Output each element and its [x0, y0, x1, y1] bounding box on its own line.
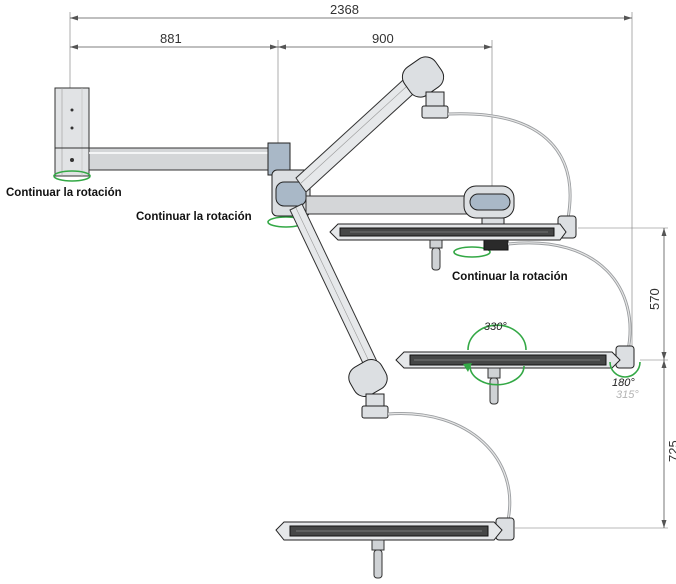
rotation-indicator-post: [53, 170, 91, 182]
angle-180: 180° 315°: [609, 361, 641, 401]
dimension-right-arm: 900: [278, 31, 493, 195]
dimension-left-arm-label: 881: [160, 31, 182, 46]
dimension-upper-height-label: 570: [647, 288, 662, 310]
angle-315-label: 315°: [616, 389, 639, 401]
label-rotation-mid: Continuar la rotación: [136, 211, 252, 223]
dimension-left-arm: 881: [70, 31, 279, 150]
angle-180-label: 180°: [612, 377, 635, 389]
extension-arm: [88, 142, 291, 176]
dimension-lower-height-label: 725: [666, 440, 676, 462]
dimension-right-arm-label: 900: [372, 31, 394, 46]
label-rotation-post: Continuar la rotación: [6, 187, 122, 199]
dimension-overall: 2368: [69, 2, 633, 360]
middle-arm: [305, 185, 515, 251]
cables: [387, 112, 632, 521]
rotation-indicator-head: [453, 246, 491, 258]
lamp-head-lower: [275, 517, 515, 579]
dimension-overall-label: 2368: [330, 2, 359, 17]
lamp-head-middle: [395, 345, 635, 405]
upper-spring-arm: [295, 56, 449, 193]
dimension-upper-height: 570: [578, 227, 668, 361]
dimension-lower-height: 725: [515, 360, 676, 529]
lower-spring-arm: [289, 203, 389, 419]
ceiling-post: [54, 87, 90, 177]
angle-330-label: 330°: [484, 321, 507, 333]
angle-330: 330°: [463, 321, 527, 386]
label-rotation-head: Continuar la rotación: [452, 271, 568, 283]
lamp-head-upper: [329, 215, 577, 271]
